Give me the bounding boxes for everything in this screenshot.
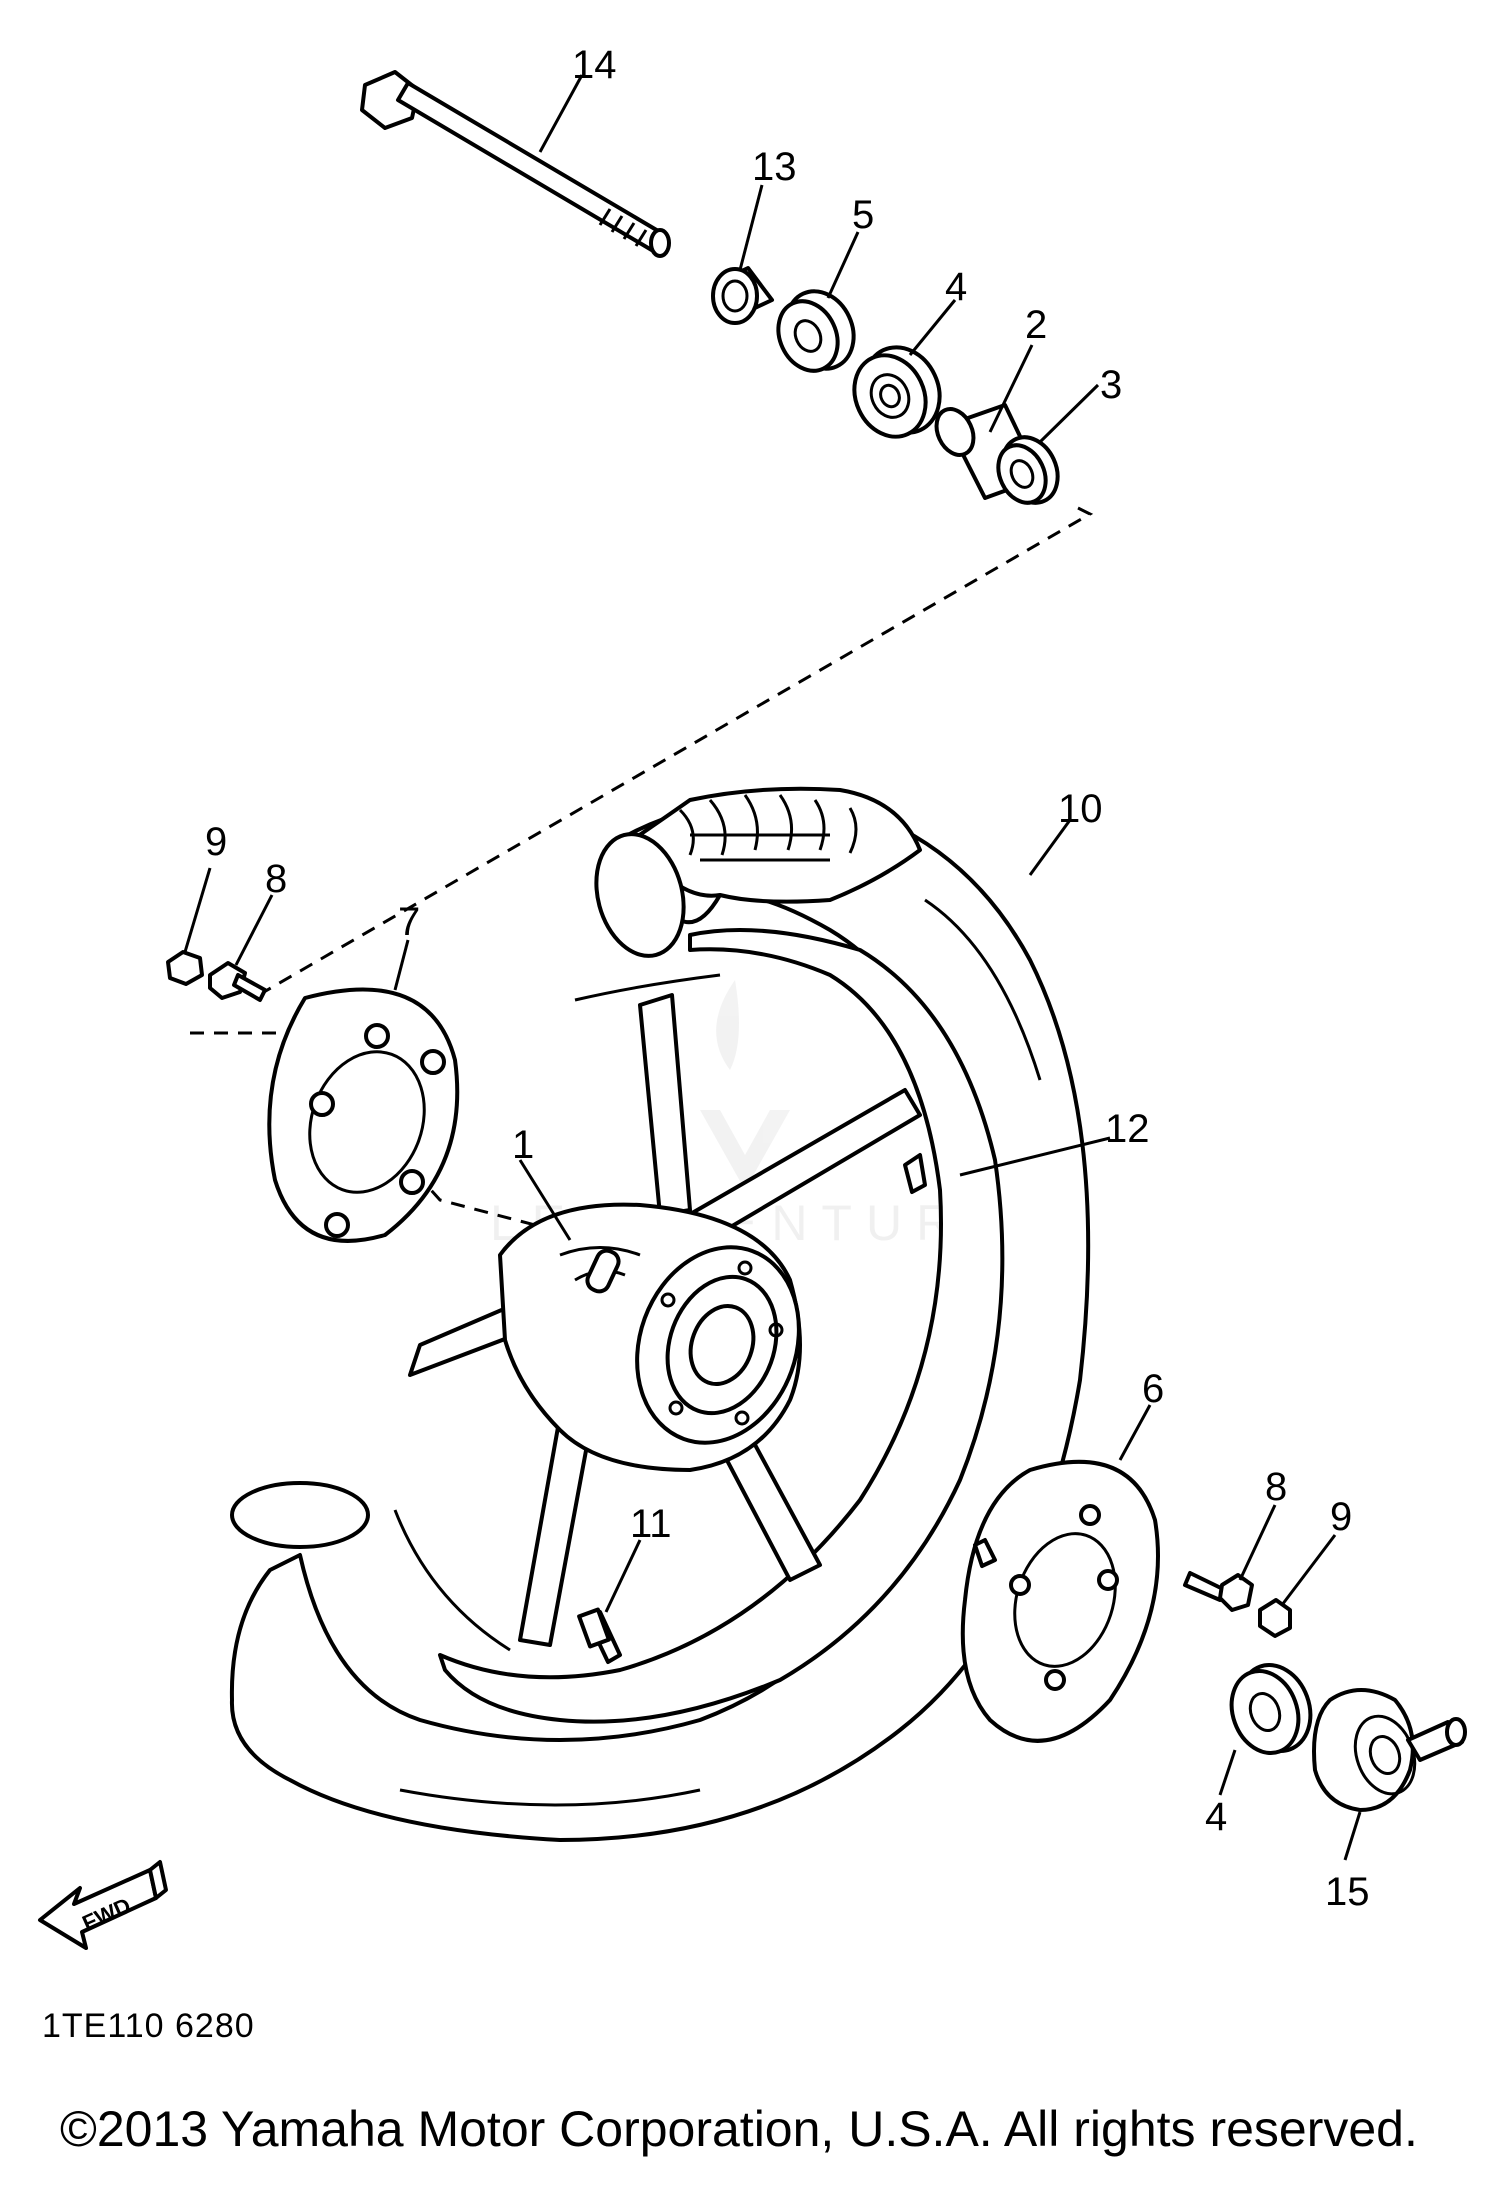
oil-seal-5 <box>776 289 856 373</box>
diagram-code: 1TE110 6280 <box>42 2007 255 2045</box>
bolt-8-left <box>208 961 267 1002</box>
label-9-left: 9 <box>205 820 227 864</box>
bolt-8-right <box>1183 1571 1254 1612</box>
oil-seal-3 <box>996 435 1060 505</box>
spacer-13 <box>711 266 774 325</box>
label-10: 10 <box>1058 787 1103 831</box>
nut-9-left <box>166 950 204 986</box>
nut-9-right <box>1258 1598 1292 1638</box>
label-13: 13 <box>752 145 797 189</box>
valve-11 <box>577 1607 622 1664</box>
label-7: 7 <box>398 900 420 944</box>
label-9-right: 9 <box>1330 1495 1352 1539</box>
label-4-top: 4 <box>945 265 967 309</box>
bearing-4-bottom <box>1229 1663 1313 1755</box>
label-5: 5 <box>852 193 874 237</box>
label-14: 14 <box>572 43 617 87</box>
hub-1 <box>498 1202 802 1472</box>
label-3: 3 <box>1100 363 1122 407</box>
copyright-notice: ©2013 Yamaha Motor Corporation, U.S.A. A… <box>60 2101 1418 2157</box>
axle-part <box>360 70 671 258</box>
tire-10 <box>229 786 1091 1842</box>
fwd-arrow-icon: FWD <box>38 1860 168 1950</box>
label-12: 12 <box>1105 1107 1150 1151</box>
label-2: 2 <box>1025 303 1047 347</box>
bearing-4-top <box>852 345 942 439</box>
label-1: 1 <box>512 1123 534 1167</box>
label-4-bottom: 4 <box>1205 1795 1227 1839</box>
assembly-line-disc <box>190 1031 536 1227</box>
gear-unit-15 <box>1312 1688 1467 1812</box>
brake-disc-6 <box>960 1459 1160 1743</box>
label-15: 15 <box>1325 1870 1370 1914</box>
label-8-left: 8 <box>265 857 287 901</box>
assembly-line-axle <box>249 506 1094 1002</box>
brake-disc-7 <box>267 987 460 1243</box>
label-6: 6 <box>1142 1367 1164 1411</box>
label-8-right: 8 <box>1265 1465 1287 1509</box>
label-11: 11 <box>630 1502 672 1546</box>
